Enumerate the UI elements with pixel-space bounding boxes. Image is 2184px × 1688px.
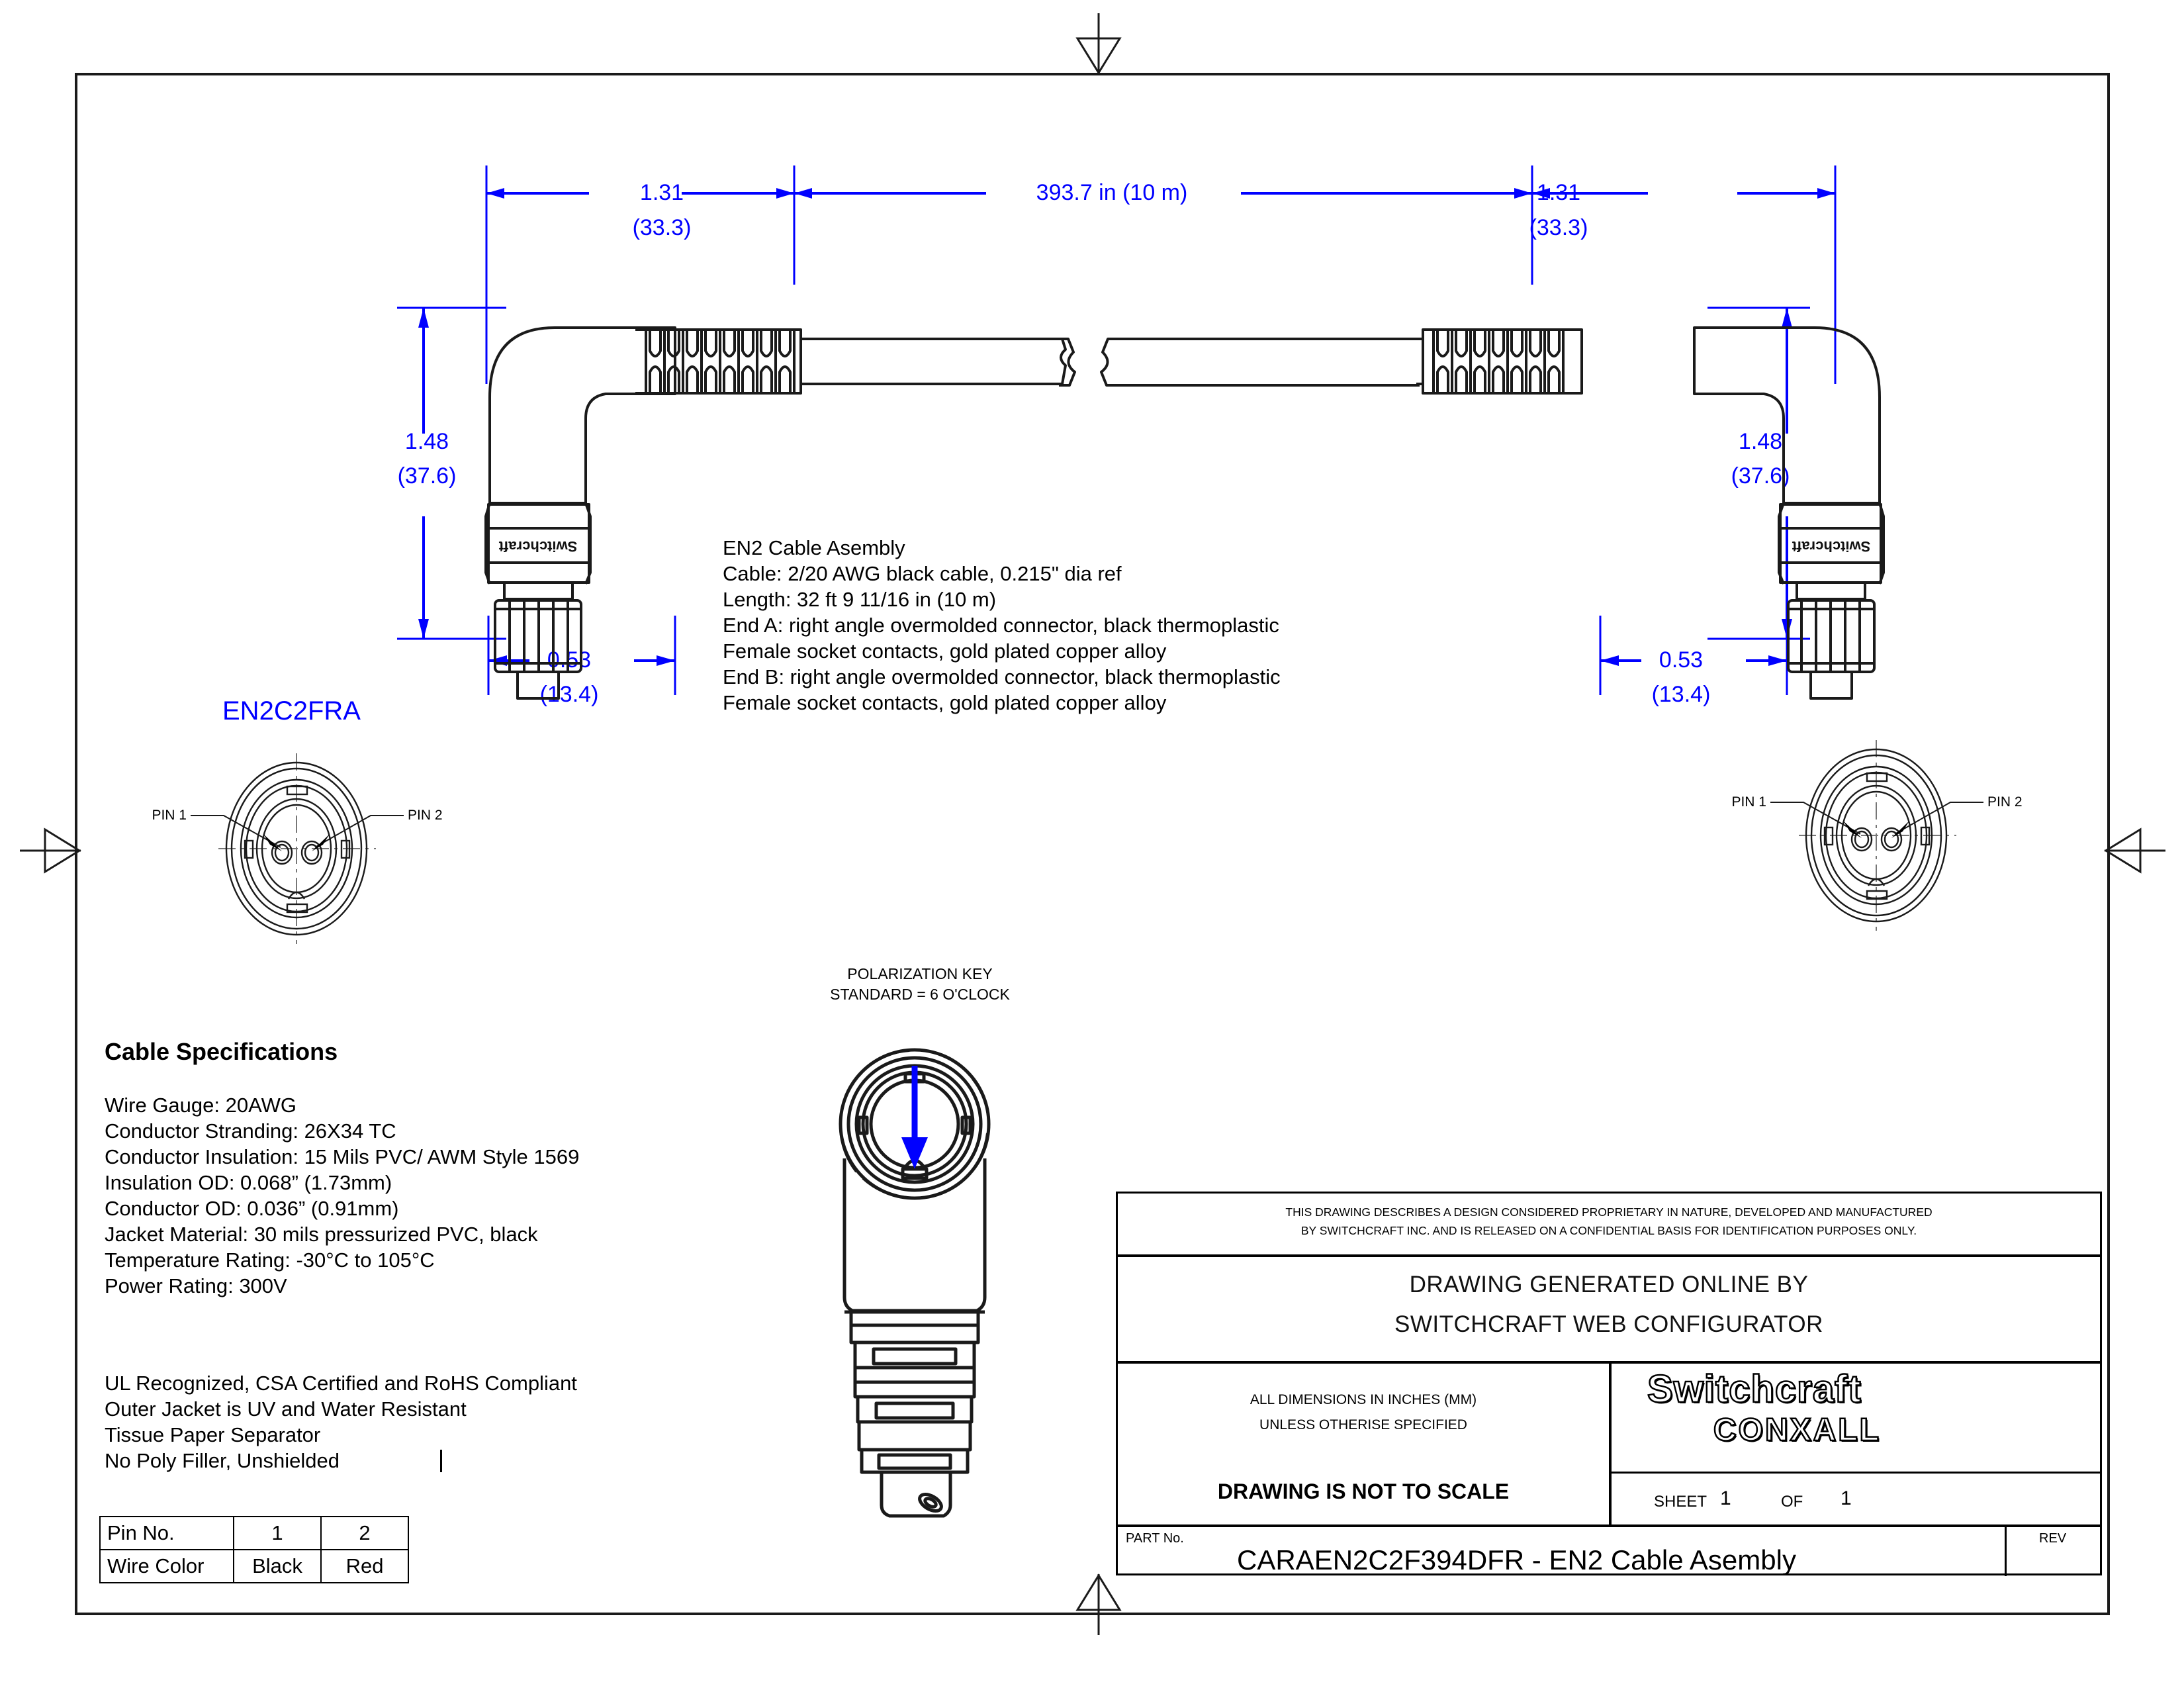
dim-cable-length: 393.7 in (10 m) <box>1036 180 1188 205</box>
center-mark-right <box>2104 827 2165 874</box>
assembly-note-line: Length: 32 ft 9 11/16 in (10 m) <box>723 588 997 611</box>
sheet-number: 1 <box>1720 1487 1731 1509</box>
tb-divider-sheet <box>1609 1472 2101 1474</box>
certification-line: Outer Jacket is UV and Water Resistant <box>105 1397 467 1421</box>
polarization-key-label-line1: POLARIZATION KEY <box>847 965 993 982</box>
left-connector-side-view: Switchcraft <box>484 326 676 700</box>
polarization-key-view <box>839 1048 991 1518</box>
generated-by-line2: SWITCHCRAFT WEB CONFIGURATOR <box>1394 1311 1823 1337</box>
switchcraft-logo: Switchcraft <box>1647 1367 1862 1412</box>
spec-line: Temperature Rating: -30°C to 105°C <box>105 1248 435 1272</box>
title-block: THIS DRAWING DESCRIBES A DESIGN CONSIDER… <box>1116 1192 2102 1576</box>
dim-left-coupling-mm: (13.4) <box>539 682 599 707</box>
dim-right-connector-length-mm: (33.3) <box>1529 215 1588 240</box>
polarization-key-label-line2: STANDARD = 6 O'CLOCK <box>830 986 1010 1003</box>
tb-vdivider-rev <box>2005 1524 2007 1576</box>
dim-left-height-mm: (37.6) <box>397 463 457 489</box>
assembly-note-line: End A: right angle overmolded connector,… <box>723 614 1279 637</box>
tb-vdivider-1 <box>1609 1361 1612 1524</box>
part-number-value: CARAEN2C2F394DFR - EN2 Cable Asembly <box>1237 1544 1796 1575</box>
pin2-label: PIN 2 <box>408 808 443 823</box>
spec-line: Insulation OD: 0.068” (1.73mm) <box>105 1171 392 1194</box>
generated-by-line1: DRAWING GENERATED ONLINE BY <box>1409 1272 1809 1297</box>
units-note-line2: UNLESS OTHERISE SPECIFIED <box>1259 1417 1467 1432</box>
part-no-label: PART No. <box>1126 1531 1184 1546</box>
pin-no-2: 2 <box>320 1516 409 1550</box>
assembly-note-line: End B: right angle overmolded connector,… <box>723 665 1281 688</box>
assembly-note-line: Cable: 2/20 AWG black cable, 0.215" dia … <box>723 562 1122 585</box>
assembly-notes-block: EN2 Cable Asembly Cable: 2/20 AWG black … <box>723 535 1281 716</box>
polarization-arrow <box>901 1066 928 1169</box>
pin2-label-right: PIN 2 <box>1987 794 2023 810</box>
sheet-label: SHEET <box>1654 1493 1707 1511</box>
table-row: Pin No. 1 2 <box>99 1516 409 1550</box>
connector-brand-text: Switchcraft <box>498 538 577 555</box>
spec-line: Conductor Insulation: 15 Mils PVC/ AWM S… <box>105 1145 580 1168</box>
pin1-label-right: PIN 1 <box>1731 794 1766 810</box>
dim-right-coupling-mm: (13.4) <box>1651 682 1711 707</box>
spec-line: Conductor Stranding: 26X34 TC <box>105 1119 396 1143</box>
sheet-total: 1 <box>1841 1487 1852 1509</box>
drawing-border <box>75 73 2110 1615</box>
cable-specs-heading: Cable Specifications <box>105 1038 338 1065</box>
spec-line: Power Rating: 300V <box>105 1274 287 1297</box>
not-to-scale-note: DRAWING IS NOT TO SCALE <box>1217 1479 1510 1503</box>
pin-wire-table: Pin No. 1 2 Wire Color Black Red <box>99 1516 409 1583</box>
pin-no-label: Pin No. <box>99 1516 234 1550</box>
table-row: Wire Color Black Red <box>99 1549 409 1583</box>
dim-left-connector-length-mm: (33.3) <box>632 215 692 240</box>
part-callout-label: EN2C2FRA <box>222 696 361 726</box>
right-connector-front-view: PIN 1 PIN 2 <box>1731 740 2023 931</box>
left-connector-front-view: PIN 1 PIN 2 <box>152 753 443 944</box>
spec-line: Conductor OD: 0.036” (0.91mm) <box>105 1197 399 1220</box>
cable-specs-list: Wire Gauge: 20AWG Conductor Stranding: 2… <box>105 1092 579 1299</box>
right-connector-side-view: Switchcraft <box>1693 326 1885 700</box>
cable-certifications-list: UL Recognized, CSA Certified and RoHS Co… <box>105 1370 577 1474</box>
dim-right-height-mm: (37.6) <box>1731 463 1790 489</box>
units-note-line1: ALL DIMENSIONS IN INCHES (MM) <box>1250 1392 1477 1407</box>
certification-line: No Poly Filler, Unshielded <box>105 1449 340 1472</box>
center-mark-top <box>1075 13 1122 75</box>
text-caret <box>440 1450 442 1472</box>
connector-brand-text-right: Switchcraft <box>1792 538 1870 555</box>
pin-no-1: 1 <box>233 1516 322 1550</box>
wire-color-label: Wire Color <box>99 1549 234 1583</box>
spec-line: Jacket Material: 30 mils pressurized PVC… <box>105 1223 538 1246</box>
cable-break-symbol <box>1059 338 1420 387</box>
spec-line: Wire Gauge: 20AWG <box>105 1094 297 1117</box>
right-strain-relief <box>1416 328 1583 395</box>
dim-right-coupling-in: 0.53 <box>1659 647 1704 673</box>
of-label: OF <box>1781 1493 1803 1511</box>
dim-right-connector-length-in: 1.31 <box>1536 180 1581 205</box>
proprietary-notice-line2: BY SWITCHCRAFT INC. AND IS RELEASED ON A… <box>1300 1224 1917 1237</box>
wire-color-2: Red <box>320 1549 409 1583</box>
center-mark-left <box>20 827 81 874</box>
proprietary-notice-line1: THIS DRAWING DESCRIBES A DESIGN CONSIDER… <box>1285 1205 1933 1219</box>
conxall-logo: CONXALL <box>1713 1412 1881 1449</box>
rev-label: REV <box>2039 1531 2067 1546</box>
tb-divider-1 <box>1118 1254 2100 1257</box>
certification-line: Tissue Paper Separator <box>105 1423 321 1446</box>
assembly-note-line: EN2 Cable Asembly <box>723 536 905 559</box>
center-mark-bottom <box>1075 1573 1122 1635</box>
certification-line: UL Recognized, CSA Certified and RoHS Co… <box>105 1372 577 1395</box>
tb-divider-3 <box>1118 1524 2100 1527</box>
left-height-dimension <box>397 306 506 640</box>
assembly-note-line: Female socket contacts, gold plated copp… <box>723 691 1167 714</box>
left-strain-relief <box>635 328 1067 395</box>
top-dimension-lines <box>485 165 1837 384</box>
wire-color-1: Black <box>233 1549 322 1583</box>
dim-left-height-in: 1.48 <box>404 429 449 454</box>
assembly-note-line: Female socket contacts, gold plated copp… <box>723 639 1167 663</box>
dim-left-connector-length-in: 1.31 <box>639 180 684 205</box>
pin1-label: PIN 1 <box>152 808 187 823</box>
dim-right-height-in: 1.48 <box>1738 429 1783 454</box>
